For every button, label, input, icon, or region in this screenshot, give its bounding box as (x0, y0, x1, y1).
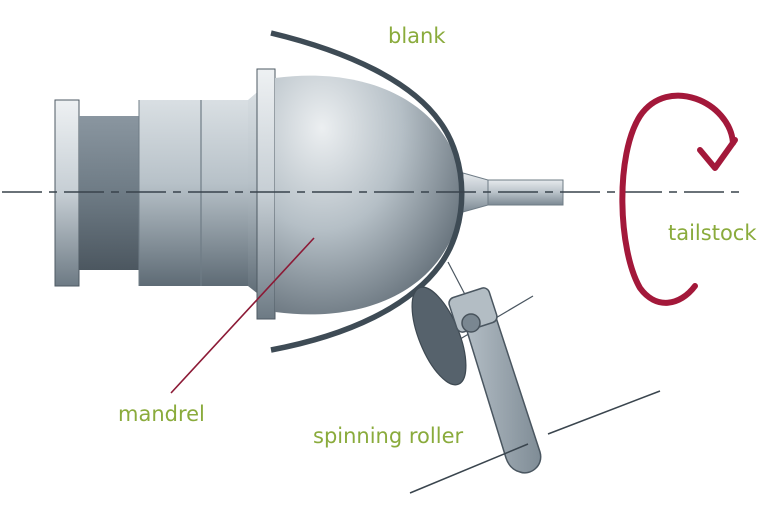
roller-path-line-lower (409, 443, 529, 494)
headstock (54, 68, 276, 320)
mandrel-leader-line (170, 237, 315, 394)
tailstock-label: tailstock (668, 221, 757, 245)
roller-pivot (461, 313, 481, 333)
rotation-arrow-icon (619, 92, 738, 306)
roller-path-line-upper (547, 390, 661, 435)
spinning-roller (409, 261, 661, 494)
roller-arm (458, 295, 542, 474)
spinning-roller-label: spinning roller (313, 424, 464, 448)
mandrel-label: mandrel (118, 402, 205, 426)
mandrel-shape (275, 75, 463, 315)
blank-label: blank (388, 24, 446, 48)
spindle-hub (79, 116, 139, 270)
front-flange (256, 68, 276, 320)
spindle-body (139, 100, 259, 286)
back-flange (54, 99, 80, 287)
